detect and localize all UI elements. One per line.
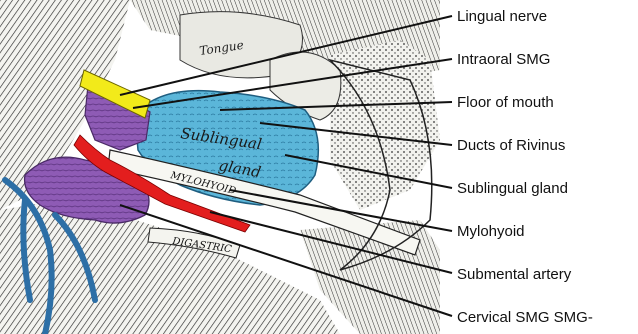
label-intraoral-smg: Intraoral SMG bbox=[457, 51, 550, 69]
label-cervical-smg: Cervical SMG SMG- bbox=[457, 309, 593, 327]
label-submental-artery: Submental artery bbox=[457, 266, 571, 284]
label-floor-of-mouth: Floor of mouth bbox=[457, 94, 554, 112]
label-mylohyoid: Mylohyoid bbox=[457, 223, 525, 241]
label-ducts-of-rivinus: Ducts of Rivinus bbox=[457, 137, 565, 155]
label-lingual-nerve: Lingual nerve bbox=[457, 8, 547, 26]
label-sublingual-gland: Sublingual gland bbox=[457, 180, 568, 198]
